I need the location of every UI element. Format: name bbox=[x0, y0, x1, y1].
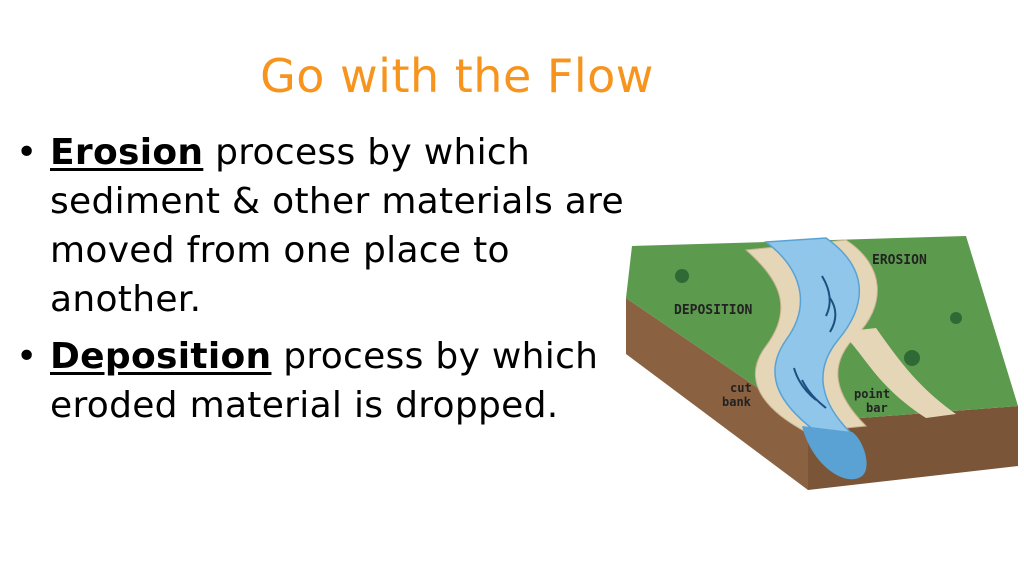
bullet-deposition: • Deposition process by which eroded mat… bbox=[10, 332, 640, 430]
definition-deposition: process by which eroded material is drop… bbox=[50, 336, 599, 426]
bullet-marker: • bbox=[16, 336, 38, 377]
flow-arrows bbox=[793, 275, 837, 409]
river-meander-diagram: EROSION DEPOSITION cut bank point bar bbox=[626, 236, 1018, 490]
label-point-bar-line2: bar bbox=[866, 401, 888, 415]
definition-erosion: process by which sediment & other materi… bbox=[50, 132, 624, 320]
label-erosion: EROSION bbox=[872, 253, 927, 268]
label-cut-bank-line2: bank bbox=[722, 395, 752, 409]
slide-title: Go with the Flow bbox=[260, 49, 654, 103]
soil-front-face-lower bbox=[626, 298, 808, 490]
tree-icon bbox=[675, 269, 962, 366]
bullet-erosion: • Erosion process by which sediment & ot… bbox=[10, 128, 640, 324]
bullet-list: • Erosion process by which sediment & ot… bbox=[10, 128, 640, 438]
label-deposition: DEPOSITION bbox=[674, 303, 752, 318]
point-bar-sand bbox=[841, 328, 956, 418]
bullet-marker: • bbox=[16, 132, 38, 173]
label-cut-bank-line1: cut bbox=[730, 381, 752, 395]
label-point-bar-line1: point bbox=[854, 387, 890, 401]
term-deposition: Deposition bbox=[50, 336, 272, 377]
river-channel-cut bbox=[802, 426, 867, 480]
term-erosion: Erosion bbox=[50, 132, 204, 173]
